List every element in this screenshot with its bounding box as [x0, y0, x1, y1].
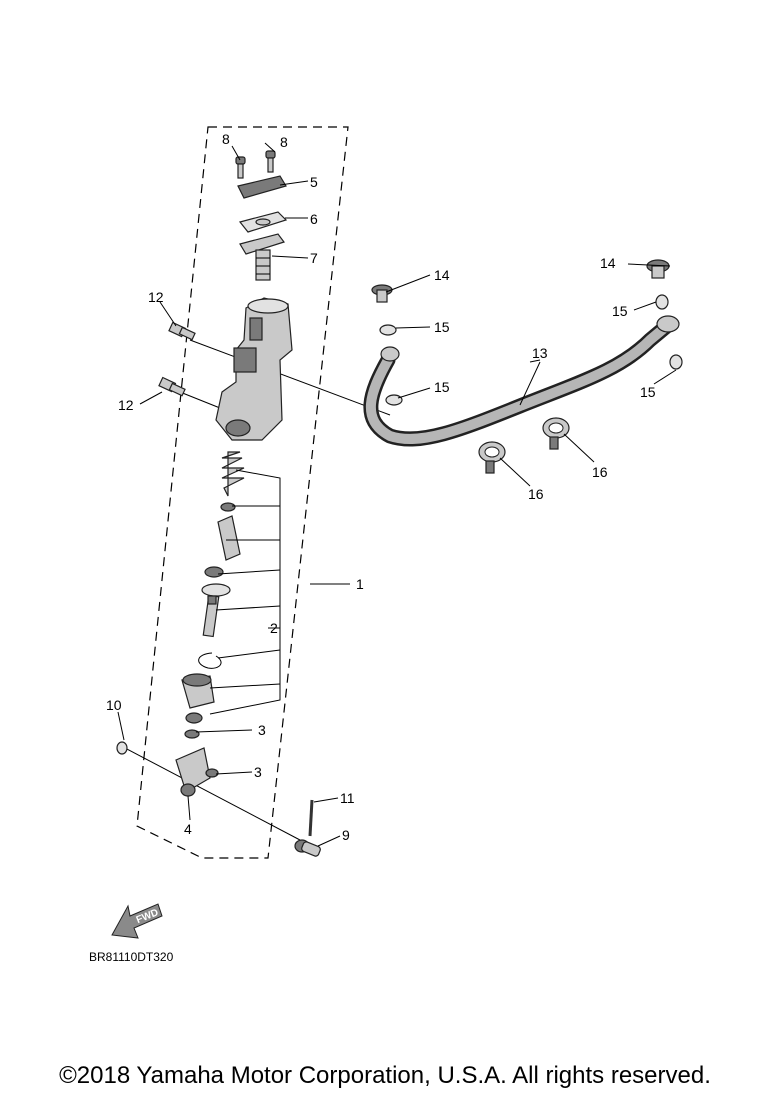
- nut: [185, 712, 203, 724]
- banjo-right: [656, 315, 680, 333]
- bolt-12-upper: [168, 321, 196, 341]
- seal: [220, 502, 236, 512]
- callout-16: 16: [592, 464, 608, 480]
- assembly-boundary: [136, 126, 349, 859]
- diaphragm-7: [239, 233, 285, 255]
- callout-10: 10: [106, 697, 122, 713]
- leader-lines: [117, 142, 677, 847]
- diagram-code: BR81110DT320: [89, 950, 174, 964]
- gasket-15-c: [655, 294, 669, 310]
- axis-line: [189, 339, 391, 416]
- callout-16: 16: [528, 486, 544, 502]
- callout-12: 12: [118, 397, 134, 413]
- bolt-8-right: [265, 150, 276, 173]
- pin-9: [294, 839, 321, 857]
- callout-9: 9: [342, 827, 350, 843]
- gasket-15-b: [385, 394, 403, 406]
- callout-12: 12: [148, 289, 164, 305]
- callout-15: 15: [434, 379, 450, 395]
- nut-3-lower: [205, 768, 219, 778]
- clevis-4: [175, 747, 211, 797]
- nut-3: [184, 729, 200, 739]
- callout-6: 6: [310, 211, 318, 227]
- cup: [204, 566, 224, 578]
- washer-10: [116, 741, 128, 755]
- callout-15: 15: [434, 319, 450, 335]
- callout-14: 14: [434, 267, 450, 283]
- callout-11: 11: [340, 790, 355, 806]
- callout-13: 13: [532, 345, 548, 361]
- fwd-arrow-icon: FWD: [111, 903, 163, 939]
- piston: [217, 515, 241, 561]
- callout-15: 15: [640, 384, 656, 400]
- callout-8: 8: [222, 131, 230, 147]
- reservoir-cover-5: [237, 175, 287, 199]
- union-bolt-14-left: [371, 284, 393, 303]
- copyright-notice: ©2018 Yamaha Motor Corporation, U.S.A. A…: [59, 1062, 711, 1089]
- callout-4: 4: [184, 821, 192, 837]
- fwd-label: FWD: [135, 907, 160, 926]
- callout-8: 8: [280, 134, 288, 150]
- push-rod: [201, 583, 231, 638]
- brake-hose-13: [363, 317, 676, 447]
- callout-14: 14: [600, 255, 616, 271]
- clamp-16-right: [542, 417, 570, 450]
- callout-15: 15: [612, 303, 628, 319]
- gasket-15-d: [669, 354, 683, 370]
- banjo-left: [380, 346, 400, 362]
- callout-3: 3: [258, 722, 266, 738]
- callout-2: 2: [270, 620, 278, 636]
- bolt-8-left: [235, 156, 246, 179]
- axis-line: [124, 747, 301, 841]
- bolt-12-lower: [158, 376, 186, 397]
- gasket-15-a: [379, 324, 397, 336]
- callout-7: 7: [310, 250, 318, 266]
- union-bolt-14-right: [646, 259, 670, 279]
- cotter-pin-11: [308, 799, 314, 837]
- master-cylinder-body: [215, 297, 293, 441]
- callout-3: 3: [254, 764, 262, 780]
- circlip: [198, 652, 222, 669]
- callout-5: 5: [310, 174, 318, 190]
- spring: [221, 451, 245, 497]
- callout-1: 1: [356, 576, 364, 592]
- clamp-16-left: [478, 441, 506, 474]
